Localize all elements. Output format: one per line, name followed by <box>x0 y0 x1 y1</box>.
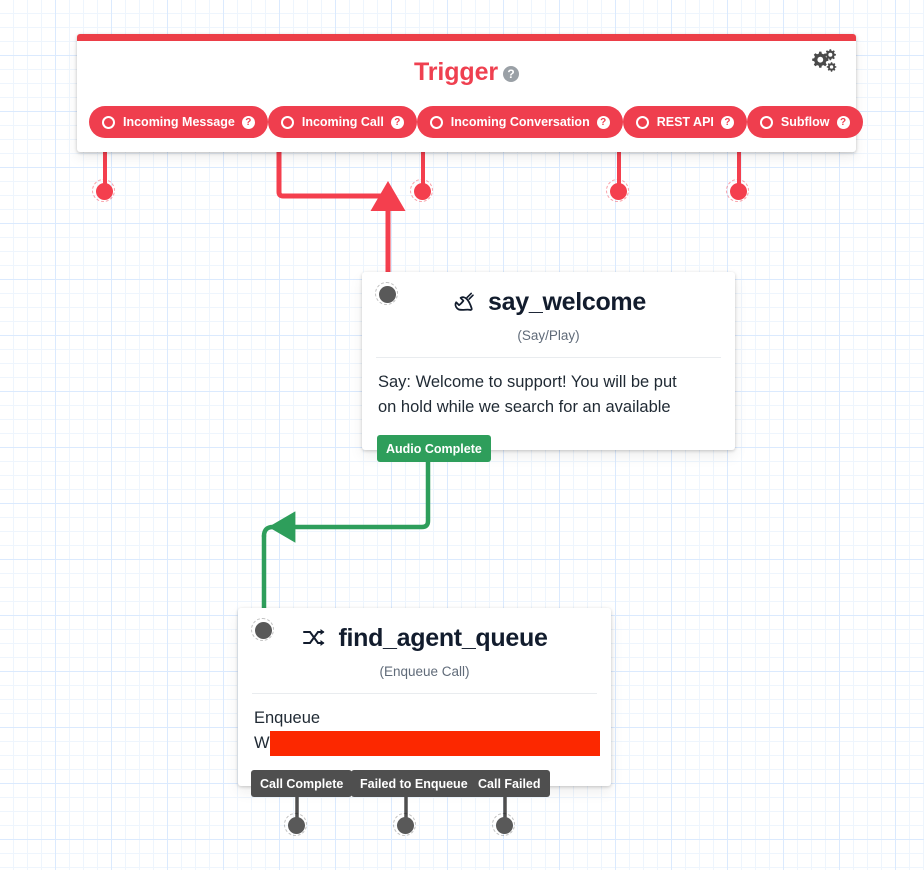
trigger-dot-subflow[interactable] <box>726 179 749 202</box>
pill-help-icon[interactable]: ? <box>596 115 610 129</box>
pill-connector-ring-icon <box>280 115 294 129</box>
trigger-pill-row: Incoming Message ? Incoming Call ? Incom… <box>89 106 863 138</box>
widget-find-agent-queue[interactable]: find_agent_queue (Enqueue Call) Enqueue … <box>238 608 611 786</box>
trigger-help-icon[interactable]: ? <box>503 66 520 82</box>
pill-label: Subflow <box>780 115 830 129</box>
transition-label-call-failed[interactable]: Call Failed <box>469 770 550 797</box>
output-dot-failed-to-enqueue[interactable] <box>393 813 416 836</box>
transition-label-failed-to-enqueue[interactable]: Failed to Enqueue <box>351 770 477 797</box>
pill-help-icon[interactable]: ? <box>836 115 850 129</box>
trigger-panel[interactable]: Trigger? Incoming Message ? <box>77 34 863 152</box>
gears-icon[interactable] <box>810 48 840 78</box>
widget-name: say_welcome <box>488 287 646 316</box>
pill-help-icon[interactable]: ? <box>241 115 255 129</box>
pill-label: REST API <box>656 115 714 129</box>
widget-type: (Enqueue Call) <box>379 664 470 679</box>
widget-type: (Say/Play) <box>517 328 580 343</box>
widget-header: find_agent_queue <box>238 608 611 664</box>
trigger-title-text: Trigger <box>413 58 499 86</box>
shuffle-icon <box>301 625 327 651</box>
trigger-pill-rest-api[interactable]: REST API ? <box>622 106 747 138</box>
trigger-pill-incoming-conversation[interactable]: Incoming Conversation ? <box>416 106 623 138</box>
widget-header: say_welcome <box>362 272 735 328</box>
transition-label-audio-complete[interactable]: Audio Complete <box>377 435 491 462</box>
output-dot-call-failed[interactable] <box>492 813 515 836</box>
widget-say-welcome[interactable]: say_welcome (Say/Play) Say: Welcome to s… <box>362 272 735 450</box>
pill-connector-ring-icon <box>759 115 773 129</box>
pill-help-icon[interactable]: ? <box>720 115 734 129</box>
output-dot-call-complete[interactable] <box>284 813 307 836</box>
trigger-dot-incoming-message[interactable] <box>92 179 115 202</box>
transition-label-call-complete[interactable]: Call Complete <box>251 770 353 797</box>
pill-connector-ring-icon <box>102 115 115 129</box>
pill-label: Incoming Message <box>123 115 235 129</box>
trigger-dot-incoming-conversation[interactable] <box>410 179 433 202</box>
phone-handset-icon <box>451 289 477 315</box>
pill-label: Incoming Conversation <box>450 115 590 129</box>
pill-connector-ring-icon <box>429 115 443 129</box>
trigger-pill-subflow[interactable]: Subflow ? <box>746 106 863 138</box>
widget-divider <box>252 693 597 694</box>
trigger-pill-incoming-call[interactable]: Incoming Call ? <box>267 106 417 138</box>
trigger-title: Trigger? <box>77 58 856 87</box>
wire-audio-complete-corner <box>261 524 276 539</box>
trigger-pill-incoming-message[interactable]: Incoming Message ? <box>89 106 268 138</box>
pill-connector-ring-icon <box>635 115 649 129</box>
widget-name: find_agent_queue <box>338 623 548 652</box>
pill-label: Incoming Call <box>301 115 384 129</box>
redaction-bar <box>270 731 600 756</box>
widget-body-text: Say: Welcome to support! You will be put… <box>378 373 677 416</box>
widget-divider <box>376 357 721 358</box>
trigger-accent-bar <box>77 34 856 41</box>
widget-input-dot-find-agent-queue[interactable] <box>251 618 274 641</box>
widget-input-dot-say-welcome[interactable] <box>375 282 398 305</box>
pill-help-icon[interactable]: ? <box>390 115 404 129</box>
wire-audio-complete <box>268 459 431 543</box>
trigger-dot-rest-api[interactable] <box>606 179 629 202</box>
widget-body-text: Enqueue W <box>254 709 321 752</box>
